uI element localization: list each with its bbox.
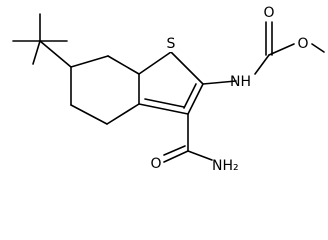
bond-c4-c3a (106, 103, 140, 125)
bond-c2-nh (202, 80, 237, 85)
bond-amide-c-o (163, 150, 189, 163)
chemical-structure-diagram: S NH O O O NH₂ (12, 5, 325, 174)
bond-c3-c3a (138, 103, 189, 115)
bond-nh-carbamate-c (254, 54, 270, 75)
sulfur-atom-label: S (167, 36, 176, 52)
bond-amide-c-n (187, 150, 213, 161)
bond-tbu-methyl-lower (32, 40, 41, 65)
ether-oxygen-label: O (297, 36, 308, 52)
bond-carbamate-c-ether-o (268, 43, 295, 56)
bond-s-c2 (170, 51, 204, 85)
bond-c3-c3a-double (144, 98, 185, 108)
bond-c7-c7a (107, 55, 140, 75)
bond-tbu-to-ring (39, 40, 72, 68)
bond-c5-c4 (70, 104, 108, 125)
bond-c7a-s (138, 51, 172, 75)
bond-c2-c3-double (183, 83, 197, 109)
amide-nh2-label: NH₂ (212, 158, 239, 174)
nh-atom-label: NH (230, 74, 251, 90)
bond-ether-o-methyl (311, 43, 325, 53)
bond-c6-c7 (70, 55, 109, 68)
bond-c2-c3 (187, 83, 204, 115)
amide-carbonyl-oxygen-label: O (150, 156, 161, 172)
bond-amide-c-o-double (163, 145, 186, 156)
carbamate-carbonyl-oxygen-label: O (263, 5, 274, 21)
